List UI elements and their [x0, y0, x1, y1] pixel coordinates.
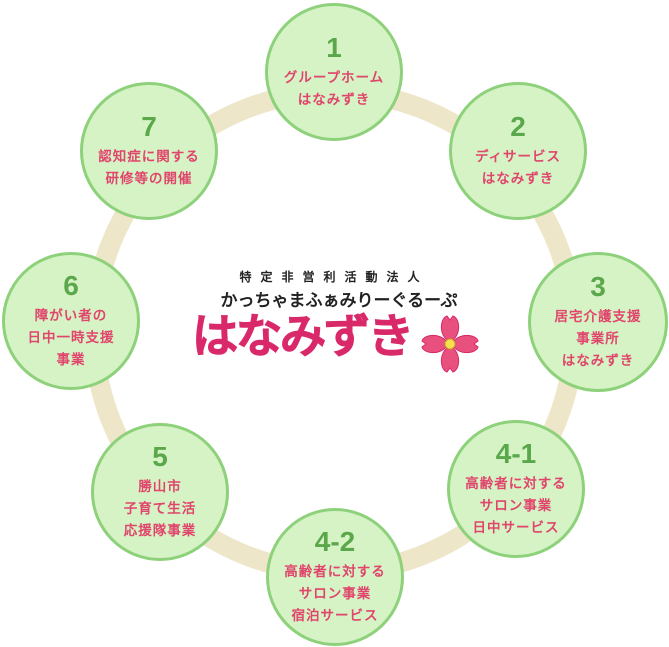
- node-number: 4-2: [314, 526, 356, 557]
- node-label: 高齢者に対する サロン事業 宿泊サービス: [284, 564, 386, 624]
- node-number: 3: [590, 271, 606, 302]
- node-label: 障がい者の 日中一時支援 事業: [27, 308, 115, 368]
- node-number: 2: [510, 111, 526, 142]
- node-number: 6: [63, 270, 79, 301]
- organization-logo: 特定非営利活動法人 かっちゃまふぁみりーぐるーぷ はなみずき: [190, 268, 490, 378]
- node-4-2: 4-2 高齢者に対する サロン事業 宿泊サービス: [266, 508, 404, 646]
- node-label: 認知症に関する 研修等の開催: [98, 149, 200, 187]
- node-label: グループホーム はなみずき: [283, 70, 385, 108]
- node-label: ディサービス はなみずき: [474, 149, 562, 187]
- node-number: 4-1: [495, 438, 537, 469]
- brand-name: はなみずき: [192, 309, 415, 364]
- node-number: 7: [141, 111, 157, 142]
- node-label: 勝山市 子育て生活 応援隊事業: [123, 479, 197, 539]
- org-subname: かっちゃまふぁみりーぐるーぷ: [220, 291, 458, 311]
- node-7: 7 認知症に関する 研修等の開催: [80, 82, 218, 220]
- node-5: 5 勝山市 子育て生活 応援隊事業: [91, 423, 229, 561]
- node-4-1: 4-1 高齢者に対する サロン事業 日中サービス: [447, 420, 585, 558]
- node-2: 2 ディサービス はなみずき: [449, 82, 587, 220]
- node-number: 1: [326, 32, 342, 63]
- node-number: 5: [152, 441, 168, 472]
- node-1: 1 グループホーム はなみずき: [265, 3, 403, 141]
- org-type: 特定非営利活動法人: [239, 270, 429, 284]
- node-3: 3 居宅介護支援 事業所 はなみずき: [528, 252, 668, 392]
- dogwood-flower-icon: [421, 315, 479, 373]
- node-label: 居宅介護支援 事業所 はなみずき: [554, 309, 642, 369]
- node-label: 高齢者に対する サロン事業 日中サービス: [465, 476, 567, 536]
- node-6: 6 障がい者の 日中一時支援 事業: [2, 252, 140, 390]
